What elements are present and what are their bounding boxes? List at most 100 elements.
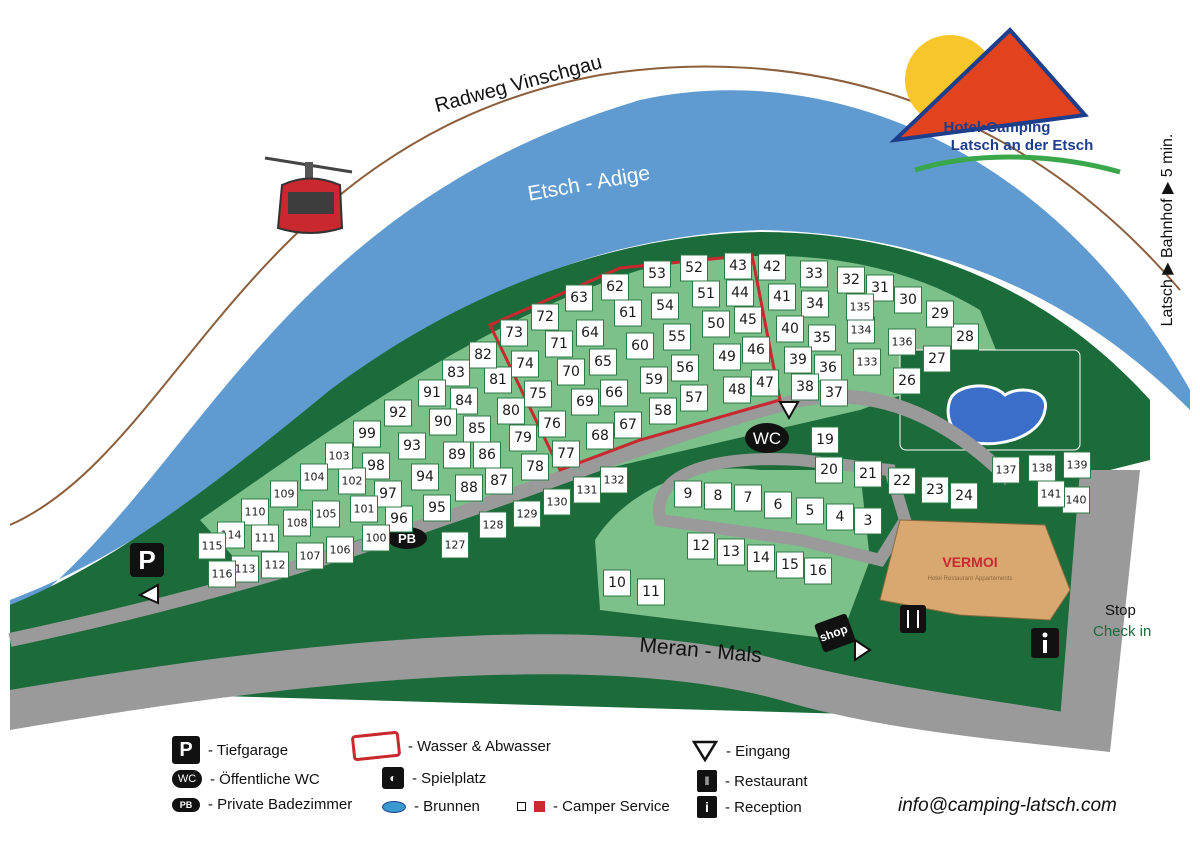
wc-marker[interactable]: WC — [745, 423, 789, 453]
pitch[interactable]: 60 — [626, 332, 654, 360]
pitch[interactable]: 127 — [441, 531, 469, 559]
pitch[interactable]: 128 — [479, 511, 507, 539]
pitch[interactable]: 51 — [692, 280, 720, 308]
pitch[interactable]: 28 — [951, 323, 979, 351]
pitch[interactable]: 38 — [791, 373, 819, 401]
pitch[interactable]: 99 — [353, 420, 381, 448]
pitch[interactable]: 41 — [768, 283, 796, 311]
pitch[interactable]: 9 — [674, 480, 702, 508]
pitch[interactable]: 131 — [573, 476, 601, 504]
pitch[interactable]: 6 — [764, 491, 792, 519]
pitch[interactable]: 45 — [734, 306, 762, 334]
pitch[interactable]: 15 — [776, 551, 804, 579]
pitch[interactable]: 52 — [680, 254, 708, 282]
pitch[interactable]: 19 — [811, 426, 839, 454]
contact-email[interactable]: info@camping-latsch.com — [898, 795, 1117, 816]
pitch[interactable]: 130 — [543, 488, 571, 516]
pitch[interactable]: 139 — [1063, 451, 1091, 479]
pitch[interactable]: 44 — [726, 279, 754, 307]
pitch[interactable]: 102 — [338, 467, 366, 495]
pitch[interactable]: 84 — [450, 387, 478, 415]
pitch[interactable]: 32 — [837, 266, 865, 294]
pitch[interactable]: 74 — [511, 350, 539, 378]
pitch[interactable]: 10 — [603, 569, 631, 597]
pitch[interactable]: 75 — [524, 380, 552, 408]
pitch[interactable]: 8 — [704, 482, 732, 510]
pitch[interactable]: 96 — [385, 505, 413, 533]
pitch[interactable]: 49 — [713, 343, 741, 371]
pitch[interactable]: 5 — [796, 497, 824, 525]
pitch[interactable]: 62 — [601, 273, 629, 301]
pitch[interactable]: 33 — [800, 260, 828, 288]
pitch[interactable]: 22 — [888, 467, 916, 495]
pitch[interactable]: 69 — [571, 388, 599, 416]
pitch[interactable]: 21 — [854, 460, 882, 488]
pitch[interactable]: 64 — [576, 319, 604, 347]
pitch[interactable]: 92 — [384, 399, 412, 427]
pitch[interactable]: 37 — [820, 379, 848, 407]
pitch[interactable]: 55 — [663, 323, 691, 351]
pitch[interactable]: 63 — [565, 284, 593, 312]
pitch[interactable]: 76 — [538, 410, 566, 438]
pitch[interactable]: 56 — [671, 354, 699, 382]
pitch[interactable]: 70 — [557, 358, 585, 386]
shop-marker[interactable]: shop — [814, 613, 856, 653]
pitch[interactable]: 78 — [521, 453, 549, 481]
pitch[interactable]: 4 — [826, 503, 854, 531]
pitch[interactable]: 65 — [589, 348, 617, 376]
pitch[interactable]: 88 — [455, 474, 483, 502]
pitch[interactable]: 23 — [921, 476, 949, 504]
pitch[interactable]: 94 — [411, 463, 439, 491]
pitch[interactable]: 129 — [513, 500, 541, 528]
pitch[interactable]: 116 — [208, 560, 236, 588]
pitch[interactable]: 66 — [600, 379, 628, 407]
parking-marker[interactable]: P — [130, 543, 164, 577]
pitch[interactable]: 30 — [894, 286, 922, 314]
pitch[interactable]: 98 — [362, 452, 390, 480]
pitch[interactable]: 43 — [724, 252, 752, 280]
pitch[interactable]: 81 — [484, 366, 512, 394]
pitch[interactable]: 67 — [614, 411, 642, 439]
pitch[interactable]: 134 — [847, 316, 875, 344]
pitch[interactable]: 138 — [1028, 454, 1056, 482]
pitch[interactable]: 72 — [531, 303, 559, 331]
pitch[interactable]: 47 — [751, 369, 779, 397]
pitch[interactable]: 61 — [614, 299, 642, 327]
pitch[interactable]: 40 — [776, 315, 804, 343]
pitch[interactable]: 93 — [398, 432, 426, 460]
pitch[interactable]: 97 — [374, 480, 402, 508]
pitch[interactable]: 95 — [423, 494, 451, 522]
pitch[interactable]: 87 — [485, 467, 513, 495]
pitch[interactable]: 48 — [723, 376, 751, 404]
pitch[interactable]: 3 — [854, 507, 882, 535]
pitch[interactable]: 101 — [350, 495, 378, 523]
pitch[interactable]: 34 — [801, 290, 829, 318]
pitch[interactable]: 115 — [198, 532, 226, 560]
pitch[interactable]: 85 — [463, 415, 491, 443]
pitch[interactable]: 133 — [853, 348, 881, 376]
pitch[interactable]: 109 — [270, 480, 298, 508]
pitch[interactable]: 132 — [600, 466, 628, 494]
pitch[interactable]: 111 — [251, 524, 279, 552]
pitch[interactable]: 106 — [326, 536, 354, 564]
pitch[interactable]: 108 — [283, 509, 311, 537]
pitch[interactable]: 11 — [637, 578, 665, 606]
pitch[interactable]: 35 — [808, 324, 836, 352]
pitch[interactable]: 89 — [443, 441, 471, 469]
pitch[interactable]: 107 — [296, 542, 324, 570]
pitch[interactable]: 27 — [923, 345, 951, 373]
pitch[interactable]: 137 — [992, 456, 1020, 484]
pitch[interactable]: 31 — [866, 274, 894, 302]
pitch[interactable]: 77 — [552, 440, 580, 468]
pitch[interactable]: 29 — [926, 300, 954, 328]
pitch[interactable]: 42 — [758, 253, 786, 281]
pitch[interactable]: 112 — [261, 551, 289, 579]
pitch[interactable]: 14 — [747, 544, 775, 572]
pitch[interactable]: 135 — [846, 293, 874, 321]
pitch[interactable]: 90 — [429, 408, 457, 436]
pitch[interactable]: 91 — [418, 379, 446, 407]
pitch[interactable]: 73 — [500, 319, 528, 347]
pitch[interactable]: 83 — [442, 359, 470, 387]
pitch[interactable]: 104 — [300, 463, 328, 491]
pitch[interactable]: 141 — [1037, 480, 1065, 508]
